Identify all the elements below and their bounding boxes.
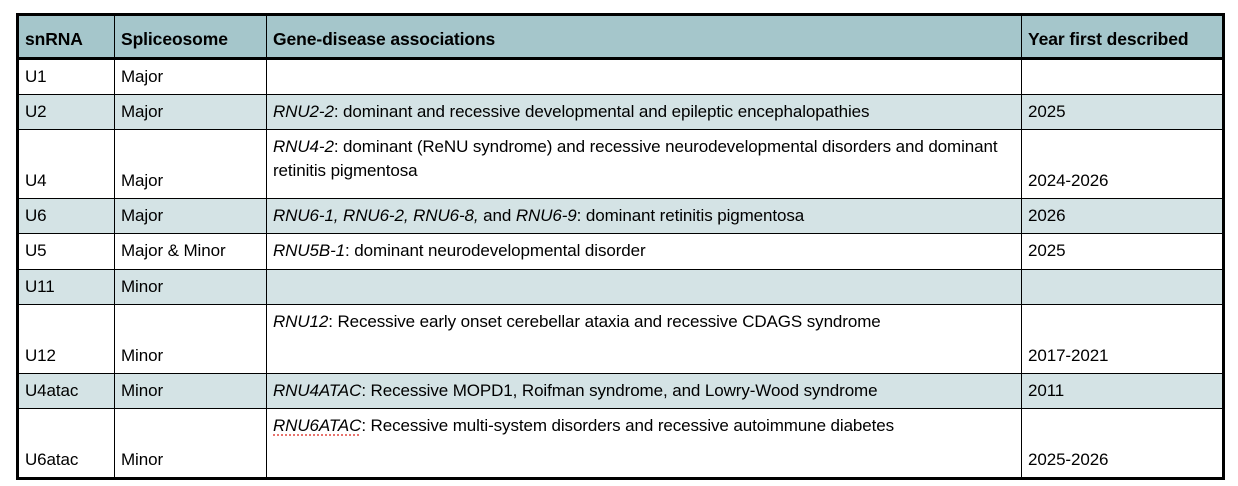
table-header: snRNA Spliceosome Gene-disease associati… xyxy=(17,14,1224,60)
column-header-snrna: snRNA xyxy=(17,14,115,60)
cell-associations xyxy=(266,58,1022,96)
association-description: : dominant (ReNU syndrome) and recessive… xyxy=(273,137,998,181)
cell-associations: RNU4ATAC: Recessive MOPD1, Roifman syndr… xyxy=(266,373,1022,409)
gene-name: RNU12 xyxy=(273,311,329,331)
gene-name: RNU2-2 xyxy=(273,102,334,122)
column-header-year: Year first described xyxy=(1021,14,1224,60)
cell-associations: RNU4-2: dominant (ReNU syndrome) and rec… xyxy=(266,129,1022,200)
gene-name: RNU4ATAC xyxy=(273,380,362,400)
cell-spliceosome: Major xyxy=(114,129,267,200)
gene-name: RNU6-1, RNU6-2, RNU6-8, xyxy=(273,206,479,226)
cell-spliceosome: Major xyxy=(114,58,267,96)
association-description: : Recessive multi-system disorders and r… xyxy=(361,415,895,435)
cell-associations: RNU2-2: dominant and recessive developme… xyxy=(266,94,1022,131)
column-header-spliceosome: Spliceosome xyxy=(114,14,267,60)
cell-associations: RNU6-1, RNU6-2, RNU6-8, and RNU6-9: domi… xyxy=(266,198,1022,235)
cell-spliceosome: Minor xyxy=(114,269,267,305)
cell-snrna: U6 xyxy=(17,198,115,235)
cell-associations: RNU5B-1: dominant neurodevelopmental dis… xyxy=(266,233,1022,270)
cell-year: 2017-2021 xyxy=(1021,304,1224,374)
gene-name: RNU5B-1 xyxy=(273,241,346,261)
cell-year: 2026 xyxy=(1021,198,1224,235)
cell-spliceosome: Major & Minor xyxy=(114,233,267,270)
cell-snrna: U2 xyxy=(17,94,115,131)
table-header-row: snRNA Spliceosome Gene-disease associati… xyxy=(17,14,1224,60)
cell-associations xyxy=(266,269,1022,305)
gene-name: RNU6-9 xyxy=(515,206,577,226)
cell-associations: RNU12: Recessive early onset cerebellar … xyxy=(266,304,1022,374)
association-description: : Recessive early onset cerebellar ataxi… xyxy=(328,311,881,331)
cell-snrna: U5 xyxy=(17,233,115,270)
gene-list-conjunction: and xyxy=(478,206,516,226)
cell-snrna: U6atac xyxy=(17,408,115,479)
gene-name: RNU4-2 xyxy=(273,137,334,157)
cell-year xyxy=(1021,58,1224,96)
cell-snrna: U11 xyxy=(17,269,115,305)
cell-snrna: U12 xyxy=(17,304,115,374)
cell-spliceosome: Minor xyxy=(114,373,267,409)
association-description: : dominant neurodevelopmental disorder xyxy=(345,241,646,261)
gene-name: RNU6ATAC xyxy=(273,415,362,436)
cell-year: 2025-2026 xyxy=(1021,408,1224,479)
cell-spliceosome: Major xyxy=(114,94,267,131)
cell-snrna: U4atac xyxy=(17,373,115,409)
cell-spliceosome: Minor xyxy=(114,304,267,374)
cell-year: 2025 xyxy=(1021,233,1224,270)
cell-year xyxy=(1021,269,1224,305)
cell-spliceosome: Minor xyxy=(114,408,267,479)
association-description: : dominant retinitis pigmentosa xyxy=(576,206,805,226)
cell-year: 2025 xyxy=(1021,94,1224,131)
cell-snrna: U1 xyxy=(17,58,115,96)
cell-associations: RNU6ATAC: Recessive multi-system disorde… xyxy=(266,408,1022,479)
snrna-gene-disease-table: snRNA Spliceosome Gene-disease associati… xyxy=(16,13,1225,480)
cell-snrna: U4 xyxy=(17,129,115,200)
column-header-associations: Gene-disease associations xyxy=(266,14,1022,60)
cell-year: 2011 xyxy=(1021,373,1224,409)
cell-spliceosome: Major xyxy=(114,198,267,235)
association-description: : Recessive MOPD1, Roifman syndrome, and… xyxy=(361,380,878,400)
cell-year: 2024-2026 xyxy=(1021,129,1224,200)
association-description: : dominant and recessive developmental a… xyxy=(333,102,870,122)
